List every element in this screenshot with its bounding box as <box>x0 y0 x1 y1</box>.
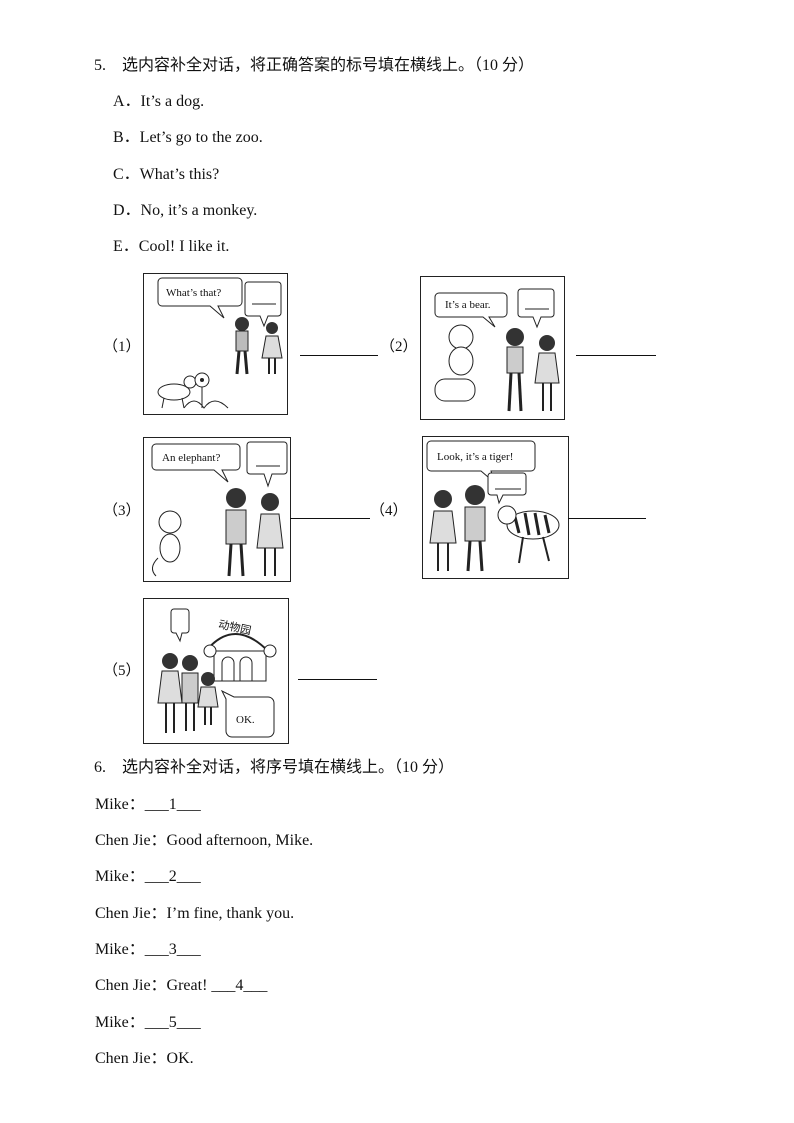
bubble-text-4: Look, it’s a tiger! <box>437 451 513 463</box>
answer-blank-3[interactable] <box>290 518 370 519</box>
bubble-text-1: What’s that? <box>166 287 221 299</box>
option-b: B．Let’s go to the zoo. <box>113 129 263 146</box>
panel-4-label: （4） <box>370 503 408 519</box>
answer-blank-4[interactable] <box>568 518 646 519</box>
answer-blank-2[interactable] <box>576 355 656 356</box>
dialogue-line-8: Chen Jie：OK. <box>95 1050 194 1067</box>
comic-illustration-1: What’s that? <box>157 277 283 409</box>
answer-blank-1[interactable] <box>300 355 378 356</box>
option-e: E．Cool! I like it. <box>113 238 230 255</box>
dialogue-line-5: Mike：___3___ <box>95 941 201 958</box>
panel-5-label: （5） <box>103 663 141 679</box>
dialogue-line-7: Mike：___5___ <box>95 1014 201 1031</box>
dialogue-line-4: Chen Jie：I’m fine, thank you. <box>95 905 295 922</box>
bubble-text-3: An elephant? <box>162 452 220 464</box>
comic-illustration-2: It’s a bear. <box>434 288 560 412</box>
dialogue-line-6: Chen Jie：Great! ___4___ <box>95 977 268 994</box>
comic-panel-1: What’s that? <box>143 273 288 415</box>
dialogue-line-3: Mike：___2___ <box>95 868 201 885</box>
comic-panel-4: Look, it’s a tiger! <box>422 436 569 579</box>
dialogue-line-1: Mike：___1___ <box>95 796 201 813</box>
comic-illustration-4: Look, it’s a tiger! <box>426 440 560 572</box>
option-c: C．What’s this? <box>113 166 220 183</box>
option-d: D．No, it’s a monkey. <box>113 202 258 219</box>
bubble-text-5: OK. <box>236 714 255 726</box>
bubble-text-2: It’s a bear. <box>445 299 491 311</box>
comic-illustration-5: 动物园 OK. <box>157 608 277 738</box>
comic-panel-2: It’s a bear. <box>420 276 565 420</box>
panel-2-label: （2） <box>380 339 418 355</box>
comic-panel-3: An elephant? <box>143 437 291 582</box>
panel-1-label: （1） <box>103 339 141 355</box>
q5-heading: 5. 选内容补全对话，将正确答案的标号填在横线上。（10 分） <box>94 57 535 74</box>
option-a: A．It’s a dog. <box>113 93 205 110</box>
q6-heading: 6. 选内容补全对话，将序号填在横线上。（10 分） <box>94 759 455 776</box>
comic-panel-5: 动物园 OK. <box>143 598 289 744</box>
dialogue-line-2: Chen Jie：Good afternoon, Mike. <box>95 832 314 849</box>
answer-blank-5[interactable] <box>298 679 377 680</box>
panel-3-label: （3） <box>103 503 141 519</box>
comic-illustration-3: An elephant? <box>151 441 288 577</box>
